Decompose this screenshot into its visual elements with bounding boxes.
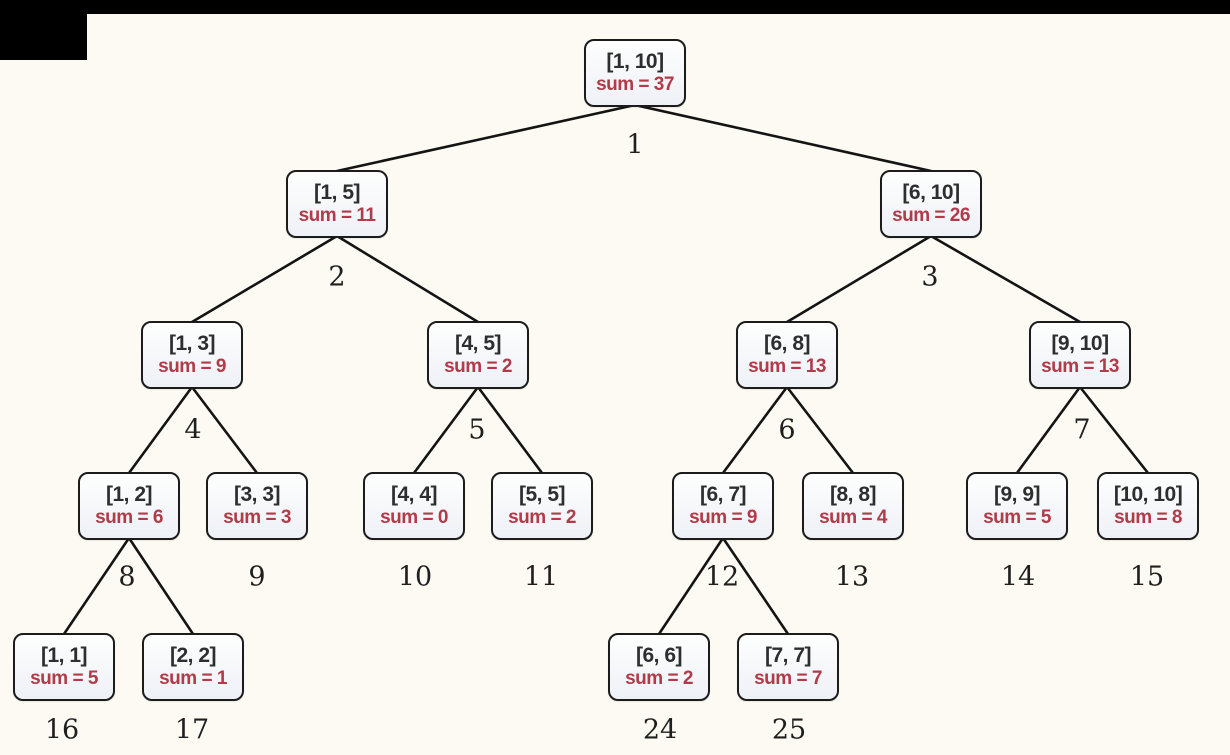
tree-edge bbox=[785, 385, 855, 475]
tree-node: [1, 1] sum = 5 bbox=[13, 633, 115, 701]
tree-edge bbox=[1078, 385, 1150, 475]
node-index-label: 25 bbox=[771, 714, 807, 746]
node-range-label: [5, 5] bbox=[518, 483, 566, 507]
node-range-label: [4, 5] bbox=[454, 332, 502, 356]
tree-node: [4, 4] sum = 0 bbox=[363, 472, 465, 540]
tree-node: [1, 5] sum = 11 bbox=[286, 170, 388, 238]
node-sum-label: sum = 5 bbox=[30, 668, 98, 690]
tree-node: [6, 10] sum = 26 bbox=[880, 170, 982, 238]
node-sum-label: sum = 7 bbox=[754, 668, 822, 690]
node-range-label: [10, 10] bbox=[1113, 483, 1183, 507]
node-range-label: [3, 3] bbox=[233, 483, 281, 507]
node-index-label: 2 bbox=[328, 261, 346, 293]
node-index-label: 15 bbox=[1129, 561, 1165, 593]
tree-node: [6, 6] sum = 2 bbox=[608, 633, 710, 701]
tree-edge bbox=[335, 234, 480, 324]
node-range-label: [9, 9] bbox=[993, 483, 1041, 507]
tree-edge bbox=[1015, 385, 1082, 475]
node-range-label: [6, 8] bbox=[763, 332, 811, 356]
tree-node: [8, 8] sum = 4 bbox=[802, 472, 904, 540]
node-range-label: [1, 1] bbox=[40, 644, 88, 668]
node-range-label: [1, 3] bbox=[168, 332, 216, 356]
node-index-label: 11 bbox=[523, 561, 559, 593]
tree-node: [5, 5] sum = 2 bbox=[491, 472, 593, 540]
tree-edge bbox=[335, 103, 637, 173]
tree-node: [9, 10] sum = 13 bbox=[1029, 321, 1131, 389]
node-sum-label: sum = 2 bbox=[508, 507, 576, 529]
node-index-label: 9 bbox=[248, 561, 266, 593]
node-index-label: 7 bbox=[1073, 414, 1091, 446]
tree-node: [1, 10] sum = 37 bbox=[584, 39, 686, 107]
node-index-label: 24 bbox=[642, 714, 678, 746]
node-index-label: 3 bbox=[921, 261, 939, 293]
tree-edge bbox=[127, 536, 195, 636]
node-range-label: [6, 7] bbox=[699, 483, 747, 507]
node-sum-label: sum = 13 bbox=[1041, 356, 1119, 378]
tree-edge bbox=[412, 385, 480, 475]
top-left-black-block bbox=[0, 0, 87, 60]
node-range-label: [6, 6] bbox=[635, 644, 683, 668]
node-range-label: [2, 2] bbox=[169, 644, 217, 668]
node-index-label: 14 bbox=[1000, 561, 1036, 593]
top-black-bar bbox=[0, 0, 1230, 14]
tree-edge bbox=[633, 103, 933, 173]
tree-node: [4, 5] sum = 2 bbox=[427, 321, 529, 389]
tree-edge bbox=[657, 536, 725, 636]
tree-edge bbox=[190, 234, 339, 324]
node-index-label: 13 bbox=[834, 561, 870, 593]
tree-edge bbox=[785, 234, 933, 324]
node-range-label: [7, 7] bbox=[764, 644, 812, 668]
node-sum-label: sum = 6 bbox=[95, 507, 163, 529]
node-sum-label: sum = 37 bbox=[596, 74, 674, 96]
node-range-label: [1, 2] bbox=[105, 483, 153, 507]
node-sum-label: sum = 11 bbox=[298, 205, 376, 227]
node-sum-label: sum = 9 bbox=[158, 356, 226, 378]
node-range-label: [1, 5] bbox=[313, 181, 361, 205]
node-sum-label: sum = 2 bbox=[625, 668, 693, 690]
node-index-label: 10 bbox=[397, 561, 433, 593]
tree-node: [6, 7] sum = 9 bbox=[672, 472, 774, 540]
node-range-label: [1, 10] bbox=[606, 50, 664, 74]
tree-edge bbox=[127, 385, 194, 475]
node-index-label: 4 bbox=[184, 414, 202, 446]
node-range-label: [9, 10] bbox=[1051, 332, 1109, 356]
tree-edge bbox=[929, 234, 1082, 324]
tree-node: [1, 3] sum = 9 bbox=[141, 321, 243, 389]
tree-node: [9, 9] sum = 5 bbox=[966, 472, 1068, 540]
node-index-label: 16 bbox=[44, 714, 80, 746]
node-sum-label: sum = 2 bbox=[444, 356, 512, 378]
node-index-label: 17 bbox=[174, 714, 210, 746]
tree-edge bbox=[721, 536, 790, 636]
tree-node: [1, 2] sum = 6 bbox=[78, 472, 180, 540]
node-index-label: 6 bbox=[778, 414, 796, 446]
tree-node: [3, 3] sum = 3 bbox=[206, 472, 308, 540]
node-sum-label: sum = 9 bbox=[689, 507, 757, 529]
tree-node: [10, 10] sum = 8 bbox=[1097, 472, 1199, 540]
node-index-label: 5 bbox=[468, 414, 486, 446]
tree-edge bbox=[62, 536, 131, 636]
tree-edge bbox=[190, 385, 259, 475]
node-index-label: 1 bbox=[626, 129, 644, 161]
tree-node: [6, 8] sum = 13 bbox=[736, 321, 838, 389]
node-range-label: [4, 4] bbox=[390, 483, 438, 507]
node-sum-label: sum = 1 bbox=[159, 668, 227, 690]
tree-node: [7, 7] sum = 7 bbox=[737, 633, 839, 701]
node-sum-label: sum = 5 bbox=[983, 507, 1051, 529]
node-index-label: 8 bbox=[118, 561, 136, 593]
node-sum-label: sum = 4 bbox=[819, 507, 887, 529]
node-sum-label: sum = 3 bbox=[223, 507, 291, 529]
node-range-label: [8, 8] bbox=[829, 483, 877, 507]
node-sum-label: sum = 13 bbox=[748, 356, 826, 378]
node-sum-label: sum = 0 bbox=[380, 507, 448, 529]
tree-node: [2, 2] sum = 1 bbox=[142, 633, 244, 701]
node-sum-label: sum = 8 bbox=[1114, 507, 1182, 529]
tree-edge bbox=[721, 385, 789, 475]
node-sum-label: sum = 26 bbox=[892, 205, 970, 227]
node-index-label: 12 bbox=[704, 561, 740, 593]
tree-edge bbox=[476, 385, 544, 475]
node-range-label: [6, 10] bbox=[902, 181, 960, 205]
